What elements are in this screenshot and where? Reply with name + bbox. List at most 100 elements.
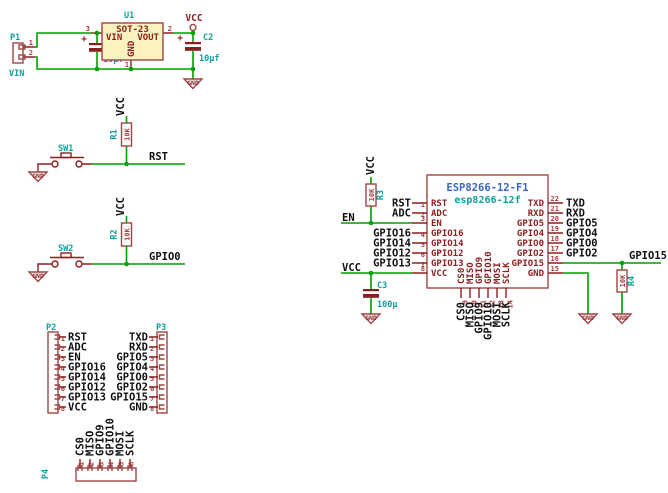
reset-section: VCC R1 10K SW1 RST GND bbox=[27, 97, 185, 183]
polarity-plus: + bbox=[177, 33, 183, 44]
ref-label: SW1 bbox=[58, 144, 73, 154]
connector-body bbox=[156, 331, 168, 414]
pin-number: 5 bbox=[421, 241, 425, 249]
c2-capacitor[interactable]: + C2 10µf bbox=[177, 33, 219, 64]
pin-number: 2 bbox=[168, 25, 172, 33]
net-label: RST bbox=[68, 332, 87, 344]
gnd-symbol[interactable]: GND bbox=[360, 313, 382, 325]
r3-resistor[interactable]: 10K R3 bbox=[365, 183, 386, 207]
gnd-symbol[interactable]: GND bbox=[182, 78, 204, 90]
net-label: GPIO5 bbox=[566, 218, 598, 230]
header-p4[interactable]: P4 1 2 3 4 5 6 CS0 MISO GPIO9 GPIO10 MOS… bbox=[41, 418, 137, 482]
vcc-supply-symbol[interactable]: VCC bbox=[185, 13, 203, 32]
right-pin-stubs bbox=[548, 202, 563, 274]
net-label-vcc: VCC bbox=[365, 156, 377, 175]
flash-section: VCC R2 10K SW2 GPIO0 GND bbox=[27, 197, 185, 283]
pin-name: EN bbox=[431, 219, 442, 229]
value-label: VIN bbox=[9, 69, 24, 79]
junction-dot bbox=[190, 30, 196, 36]
pin-number: 11 bbox=[480, 300, 488, 308]
value-label: 10K bbox=[124, 227, 132, 240]
gnd-label: GND bbox=[32, 272, 44, 280]
junction-dot bbox=[94, 66, 100, 72]
p1-connector[interactable]: P1 VIN 1 2 bbox=[9, 33, 33, 79]
header-p2[interactable]: P2 1 2 3 4 5 6 7 8 RST ADC EN GPIO16 GPI… bbox=[46, 323, 106, 414]
pin-name: CS0 bbox=[457, 268, 467, 284]
pin-name: VIN bbox=[106, 33, 122, 43]
net-wires bbox=[92, 116, 185, 165]
pin-number: 7 bbox=[150, 395, 154, 403]
net-label: GPIO13 bbox=[68, 392, 106, 404]
supply-circle-icon bbox=[189, 23, 197, 32]
sw2-button[interactable]: SW2 bbox=[50, 244, 84, 268]
pin-number: 4 bbox=[108, 462, 116, 466]
header-p3[interactable]: P3 1 2 3 4 5 6 7 8 TXD RXD GPIO5 GPIO4 G… bbox=[110, 323, 168, 414]
ref-label: R2 bbox=[110, 229, 120, 239]
value-label: 10µf bbox=[199, 54, 219, 64]
net-label: EN bbox=[68, 352, 81, 364]
pin-number: 3 bbox=[98, 462, 106, 466]
net-label: GPIO2 bbox=[566, 248, 598, 260]
pin-number: 2 bbox=[150, 345, 154, 353]
net-label-gpio15: GPIO15 bbox=[629, 250, 667, 262]
pin-name: VOUT bbox=[137, 33, 159, 43]
gnd-symbol[interactable]: GND bbox=[577, 313, 599, 325]
net-label: GPIO16 bbox=[68, 362, 106, 374]
value-label: 10K bbox=[368, 188, 376, 201]
esp8266-chip[interactable]: ESP8266-12-F1 esp8266-12f RST ADC EN GPI… bbox=[373, 174, 598, 340]
ref-label: P3 bbox=[156, 323, 166, 333]
net-label: MISO bbox=[465, 302, 477, 327]
gnd-symbol[interactable]: GND bbox=[27, 271, 49, 283]
net-label: GND bbox=[129, 402, 148, 414]
r1-resistor[interactable]: R1 10K bbox=[110, 122, 133, 147]
pin-number: 6 bbox=[61, 385, 65, 393]
sw1-button[interactable]: SW1 bbox=[50, 144, 84, 168]
ref-label: C3 bbox=[377, 281, 387, 291]
pin-name: GPIO14 bbox=[431, 239, 464, 249]
connector-body bbox=[12, 42, 24, 64]
net-label: GPIO9 bbox=[95, 424, 107, 456]
net-label: VCC bbox=[68, 402, 87, 414]
resistor-body bbox=[616, 269, 628, 293]
c3-capacitor[interactable]: C3 100µ bbox=[363, 281, 397, 310]
pin-stubs bbox=[79, 459, 131, 468]
pin-tabs bbox=[77, 465, 133, 471]
r2-resistor[interactable]: R2 10K bbox=[110, 222, 133, 247]
gnd-symbol[interactable]: GND bbox=[611, 313, 633, 325]
net-label: GPIO15 bbox=[110, 392, 148, 404]
gnd-triangle-icon bbox=[360, 313, 382, 325]
regulator-body bbox=[101, 22, 164, 61]
bottom-pin-stubs bbox=[460, 288, 507, 298]
net-label: RST bbox=[149, 151, 168, 163]
net-label: GPIO14 bbox=[373, 238, 411, 250]
net-label: GPIO9 bbox=[474, 302, 486, 334]
pin-number: 2 bbox=[61, 345, 65, 353]
junction-dot bbox=[94, 30, 100, 36]
pin-name: GPIO16 bbox=[431, 229, 464, 239]
net-label: GPIO4 bbox=[116, 362, 148, 374]
u1-regulator[interactable]: U1 SOT-23 VIN VOUT GND 3 2 1 bbox=[86, 11, 172, 69]
net-label: CS0 bbox=[75, 437, 87, 456]
pin-number: 1 bbox=[78, 462, 86, 466]
pin-name: MISO bbox=[466, 262, 476, 284]
net-label: GPIO0 bbox=[566, 238, 598, 250]
pin-number: 21 bbox=[551, 205, 559, 213]
pin-name: MOSI bbox=[493, 262, 503, 284]
ref-label: R4 bbox=[627, 276, 637, 286]
ref-label: C2 bbox=[203, 33, 213, 43]
ref-label: P2 bbox=[46, 323, 56, 333]
gnd-symbol[interactable]: GND bbox=[27, 171, 49, 183]
pin-number: 4 bbox=[61, 365, 65, 373]
net-label: MOSI bbox=[115, 431, 127, 456]
pin-number: 2 bbox=[88, 462, 96, 466]
r4-resistor[interactable]: 10K R4 bbox=[616, 269, 637, 293]
button-cap bbox=[60, 252, 72, 259]
net-label: GPIO14 bbox=[68, 372, 106, 384]
ref-label: R1 bbox=[110, 129, 120, 139]
net-label: RXD bbox=[566, 208, 585, 220]
chip-subtitle: esp8266-12f bbox=[454, 195, 520, 206]
gnd-triangle-icon bbox=[27, 171, 49, 183]
resistor-body bbox=[120, 122, 133, 147]
net-label-vcc: VCC bbox=[115, 97, 127, 116]
net-label: GPIO10 bbox=[105, 418, 117, 456]
